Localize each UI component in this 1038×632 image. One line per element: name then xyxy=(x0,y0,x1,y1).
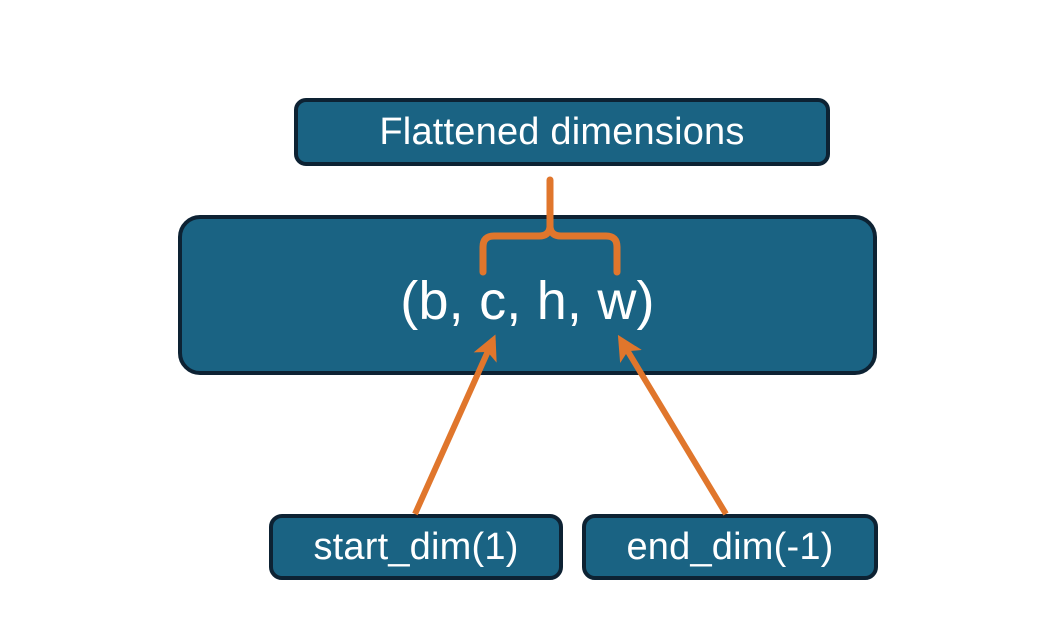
node-start-dim-label: start_dim(1) xyxy=(313,525,519,568)
node-flattened-dimensions: Flattened dimensions xyxy=(294,98,830,166)
node-tensor-shape-label: (b, c, h, w) xyxy=(400,271,655,331)
node-end-dim: end_dim(-1) xyxy=(582,514,878,580)
node-flattened-dimensions-label: Flattened dimensions xyxy=(379,110,745,153)
node-end-dim-label: end_dim(-1) xyxy=(626,525,834,568)
node-tensor-shape: (b, c, h, w) xyxy=(178,215,877,375)
node-start-dim: start_dim(1) xyxy=(269,514,563,580)
